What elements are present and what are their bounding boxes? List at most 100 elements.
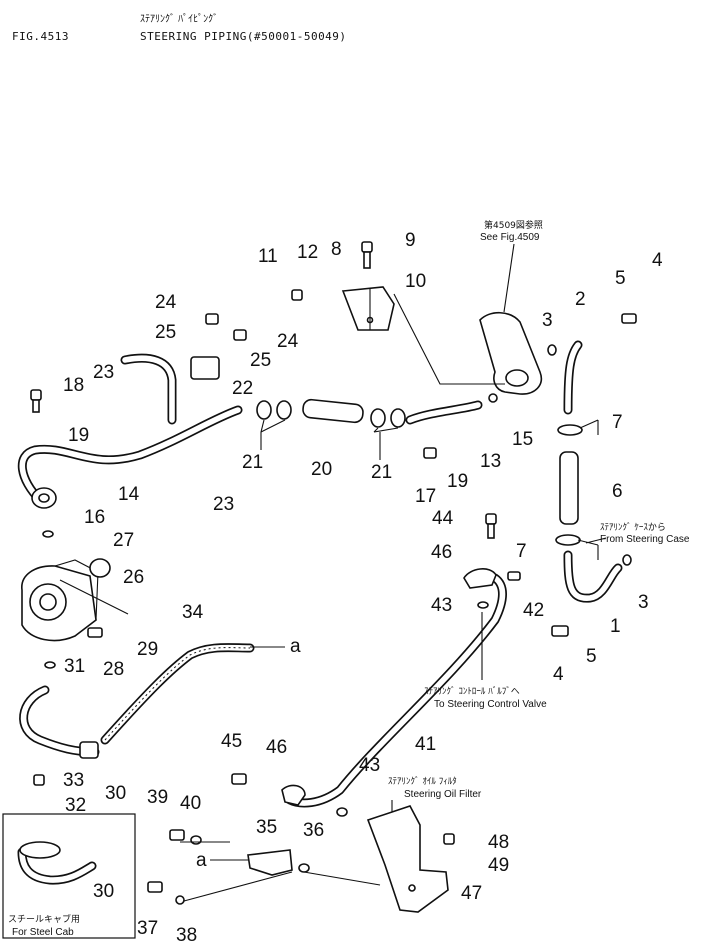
callout-25-right: 25 <box>250 350 271 371</box>
elbow-35 <box>247 849 293 876</box>
callout-42: 42 <box>523 600 544 621</box>
ref-a-upper: a <box>290 636 301 657</box>
callout-24-top: 24 <box>155 292 177 313</box>
bolt-9 <box>361 241 373 269</box>
callout-14: 14 <box>118 484 140 505</box>
fitting-41-top <box>463 568 497 589</box>
callout-2: 2 <box>575 289 586 310</box>
from-case-en: From Steering Case <box>600 534 690 545</box>
callout-33: 33 <box>63 770 84 791</box>
clamp-7-upper <box>557 424 583 436</box>
clamp-21-right <box>370 408 406 428</box>
hose-6 <box>559 451 579 525</box>
to-valve-en: To Steering Control Valve <box>434 699 547 710</box>
callout-44: 44 <box>432 508 454 529</box>
callout-20: 20 <box>311 459 332 480</box>
filter-bracket-47 <box>366 805 449 913</box>
callout-46-upper: 46 <box>431 542 452 563</box>
callout-6: 6 <box>612 481 623 502</box>
callout-9: 9 <box>405 230 416 251</box>
block-22 <box>190 356 220 380</box>
pipe-33 <box>19 685 100 757</box>
pipe-41 <box>285 573 507 808</box>
pipe-13 <box>405 400 483 425</box>
callout-11: 11 <box>258 246 278 267</box>
fitting-30 <box>79 741 99 759</box>
o-ring-27 <box>89 558 111 578</box>
callout-21-left: 21 <box>242 452 263 473</box>
steering-pump <box>21 559 99 642</box>
callout-29: 29 <box>137 639 158 660</box>
callout-3-lower: 3 <box>638 592 649 613</box>
callout-26: 26 <box>123 567 144 588</box>
bolt-4-lower <box>551 625 569 637</box>
callout-3-upper: 3 <box>542 310 553 331</box>
callout-24-right: 24 <box>277 331 299 352</box>
callout-31: 31 <box>64 656 85 677</box>
callout-37: 37 <box>137 918 158 939</box>
bolt-44 <box>485 513 497 539</box>
o-ring-40 <box>190 835 202 845</box>
bolt-4-upper <box>621 313 637 324</box>
callout-17: 17 <box>415 486 436 507</box>
callout-15: 15 <box>512 429 533 450</box>
o-ring-31 <box>44 661 56 669</box>
callout-49: 49 <box>488 855 509 876</box>
o-ring-36 <box>298 863 310 873</box>
to-valve-jp: ｽﾃｱﾘﾝｸﾞ ｺﾝﾄﾛｰﾙ ﾊﾞﾙﾌﾞへ <box>424 686 520 697</box>
o-ring-3-upper <box>547 344 557 356</box>
callout-7-upper: 7 <box>612 412 623 433</box>
callout-41: 41 <box>415 734 436 755</box>
figure-title: STEERING PIPING(#50001-50049) <box>140 30 347 43</box>
pipe-1 <box>563 550 623 603</box>
see-fig-en: See Fig.4509 <box>480 232 540 243</box>
callout-35: 35 <box>256 817 277 838</box>
callout-46-lower: 46 <box>266 737 287 758</box>
bolt-42 <box>507 571 521 581</box>
bolt-45 <box>231 773 247 785</box>
steel-cab-inset <box>2 813 136 939</box>
callout-7-lower: 7 <box>516 541 527 562</box>
clamp-7-lower <box>555 534 581 546</box>
callout-47: 47 <box>461 883 482 904</box>
fitting-41-bottom <box>281 784 306 806</box>
leader-lines <box>59 243 607 902</box>
pipe-23 <box>120 353 177 425</box>
callout-12: 12 <box>297 242 318 263</box>
hose-20 <box>302 398 364 424</box>
ref-a-lower: a <box>196 850 207 871</box>
callout-34: 34 <box>182 602 204 623</box>
figure-number: FIG.4513 <box>12 30 69 43</box>
clamp-21-left <box>256 400 292 420</box>
callout-5-lower: 5 <box>586 646 597 667</box>
steering-case-fitting <box>479 311 542 395</box>
bolt-11 <box>291 289 303 301</box>
o-ring-16 <box>42 530 54 538</box>
callout-36: 36 <box>303 820 324 841</box>
callout-39: 39 <box>147 787 168 808</box>
o-ring-3-lower <box>622 554 632 566</box>
callout-19-right: 19 <box>447 471 468 492</box>
callout-27: 27 <box>113 530 134 551</box>
callout-28: 28 <box>103 659 124 680</box>
jp-title: ｽﾃｱﾘﾝｸﾞ ﾊﾟｲﾋﾟﾝｸﾞ <box>140 14 219 25</box>
callout-23-lower: 23 <box>213 494 234 515</box>
o-ring-43-upper <box>477 601 489 609</box>
callout-23-upper: 23 <box>93 362 114 383</box>
steel-cab-jp: スチールキャブ用 <box>8 913 80 925</box>
steel-cab-en: For Steel Cab <box>12 927 74 938</box>
callout-30: 30 <box>105 783 126 804</box>
callout-38: 38 <box>176 925 197 943</box>
callout-40: 40 <box>180 793 201 814</box>
callout-45: 45 <box>221 731 242 752</box>
callout-1: 1 <box>610 616 621 637</box>
bolt-18 <box>30 389 42 413</box>
callout-18: 18 <box>63 375 84 396</box>
o-ring-43-lower <box>336 807 348 817</box>
callout-25-left: 25 <box>155 322 176 343</box>
callout-21-right: 21 <box>371 462 392 483</box>
callout-8: 8 <box>331 239 342 260</box>
callout-5-upper: 5 <box>615 268 626 289</box>
callout-13: 13 <box>480 451 501 472</box>
